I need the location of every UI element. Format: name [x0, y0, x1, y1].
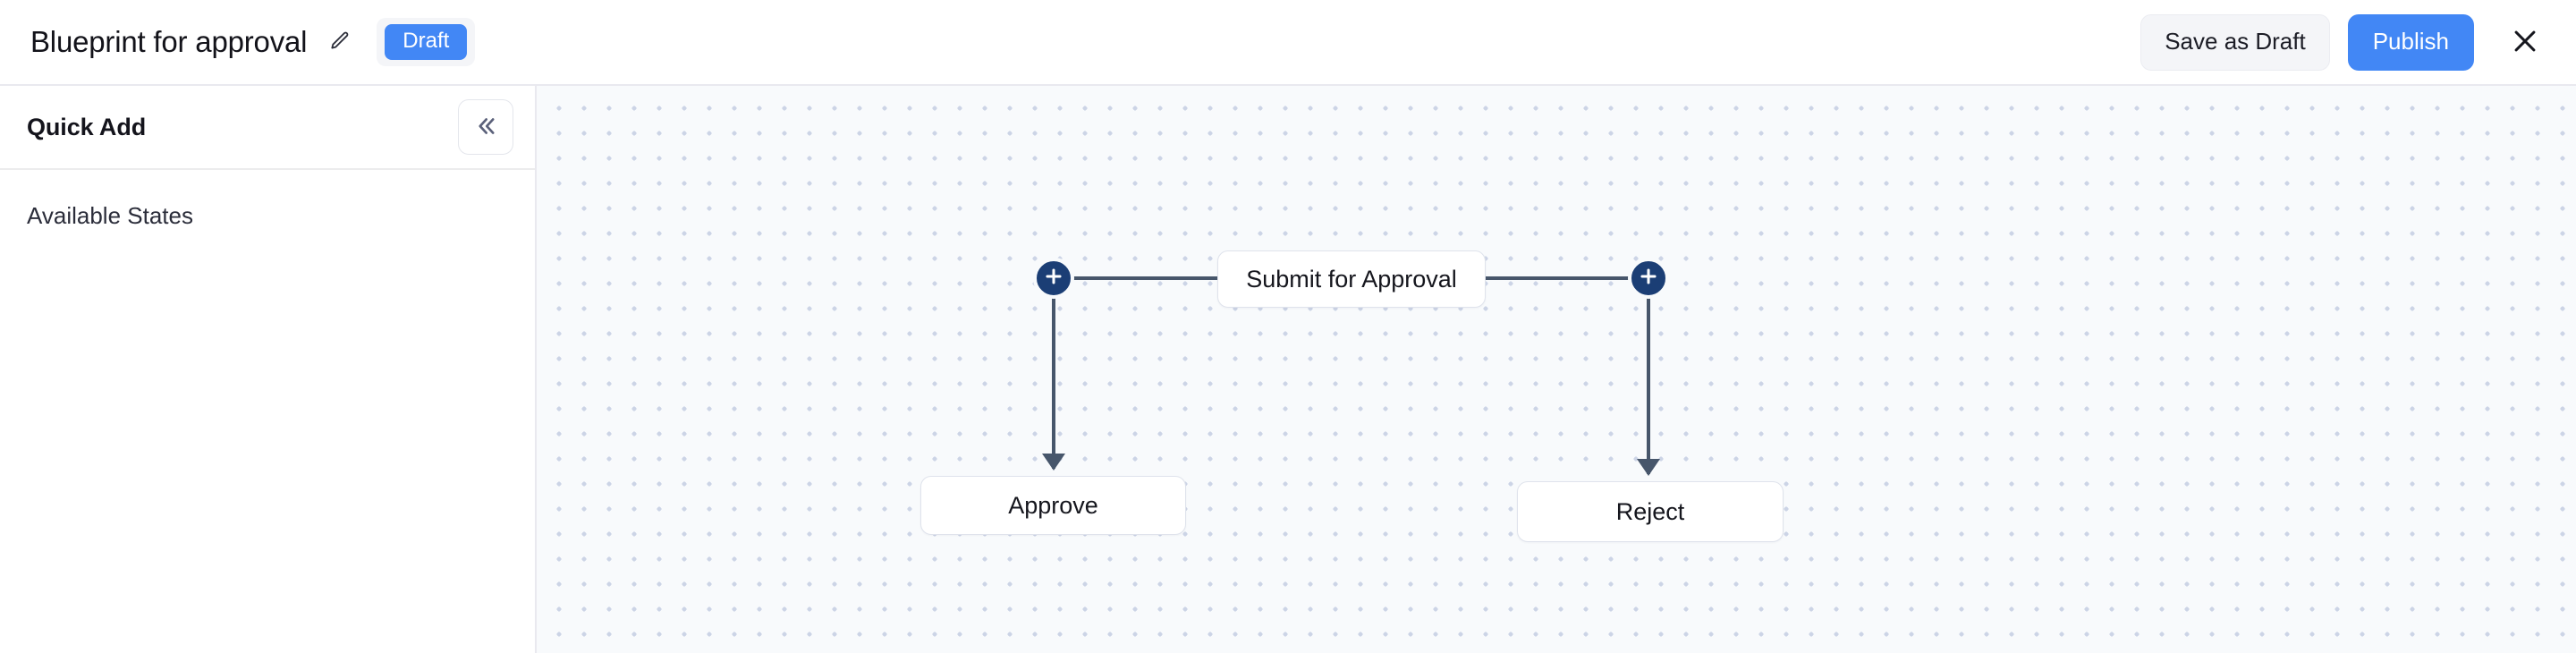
publish-button[interactable]: Publish	[2347, 13, 2474, 71]
flow-node-label: Approve	[1008, 491, 1098, 519]
header-actions: Save as Draft Publish	[2140, 13, 2549, 71]
flow-node-label: Reject	[1615, 497, 1685, 525]
pencil-icon	[328, 30, 352, 55]
add-step-handle-right[interactable]	[1628, 258, 1669, 299]
flow-node-approve[interactable]: Approve	[920, 476, 1186, 535]
quick-add-sidebar: Quick Add Available States	[0, 86, 537, 653]
sidebar-title: Quick Add	[27, 113, 147, 140]
sidebar-header: Quick Add	[0, 86, 535, 170]
flow-node-submit[interactable]: Submit for Approval	[1217, 250, 1486, 308]
available-states-label: Available States	[27, 202, 193, 229]
plus-icon	[1637, 265, 1660, 293]
status-badge: Draft	[385, 24, 468, 60]
status-badge-container: Draft	[377, 18, 476, 66]
available-states-section: Available States	[0, 170, 535, 230]
app-header: Blueprint for approval Draft Save as Dra…	[0, 0, 2576, 86]
add-step-handle-left[interactable]	[1033, 258, 1074, 299]
flow-node-label: Submit for Approval	[1246, 265, 1457, 293]
save-as-draft-button[interactable]: Save as Draft	[2140, 13, 2330, 71]
chevron-double-left-icon	[472, 113, 499, 142]
editor-body: Quick Add Available States Submit for Ap…	[0, 86, 2576, 653]
flow-edge-arrowhead	[1042, 454, 1065, 471]
header-left-group: Blueprint for approval Draft	[30, 18, 476, 66]
plus-icon	[1042, 265, 1065, 293]
close-icon	[2510, 26, 2540, 59]
collapse-sidebar-button[interactable]	[458, 99, 513, 155]
page-title: Blueprint for approval	[30, 25, 308, 58]
flow-edge-arrowhead	[1637, 459, 1660, 476]
flow-node-reject[interactable]: Reject	[1517, 481, 1784, 542]
edit-title-button[interactable]	[319, 21, 360, 63]
flow-edges	[1042, 276, 1660, 476]
close-button[interactable]	[2501, 18, 2549, 66]
